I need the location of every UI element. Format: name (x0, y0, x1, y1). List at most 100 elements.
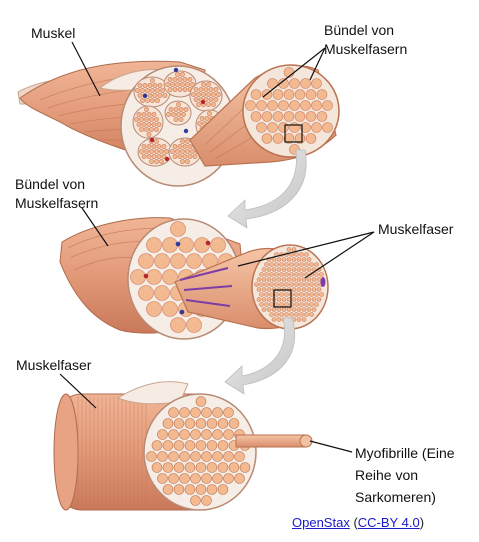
myofibril-circle (234, 451, 245, 462)
myofibril-dot (256, 277, 262, 282)
myofibril-dot (289, 312, 294, 317)
myofibril-dot (314, 282, 319, 287)
license-link[interactable]: CC-BY 4.0 (357, 515, 420, 530)
fiber-cell (178, 237, 194, 253)
fiber-cell (192, 154, 198, 159)
fiber-cell (203, 97, 209, 102)
fiber-cell (149, 117, 154, 122)
fiber-cell (289, 100, 300, 111)
fiber-cell (283, 89, 295, 100)
fiber-cell (250, 89, 262, 100)
myofibril-dot (264, 282, 269, 287)
fiber-cell (178, 117, 184, 122)
myofibril-circle (201, 429, 212, 440)
myofibril-dot (271, 267, 277, 272)
fiber-cell (146, 269, 162, 285)
myofibril-circle (190, 451, 201, 462)
fiber-cell (171, 112, 176, 117)
fiber-cell (161, 154, 167, 159)
fiber-cell (191, 92, 196, 97)
myofibril-dot (279, 292, 284, 297)
myofibril-circle (168, 407, 179, 418)
myofibril-circle (173, 440, 185, 451)
myofibril-dot (291, 267, 297, 272)
myofibril-circle (157, 473, 168, 484)
myofibril-circle (206, 440, 218, 451)
myofibril-circle (195, 484, 207, 495)
fiber-cell (147, 93, 153, 98)
myofibril-circle (212, 429, 223, 440)
fiber-cell (155, 88, 160, 93)
myofibril-dot (304, 252, 309, 257)
openstax-link[interactable]: OpenStax (292, 515, 350, 530)
myofibril-dot (274, 262, 279, 267)
fiber-cell (316, 111, 328, 122)
fiber-cell (176, 102, 181, 107)
myofibril-dot (264, 262, 269, 267)
fiber-cell (139, 127, 144, 132)
fiber-cell (182, 87, 188, 92)
myofibril-dot (304, 292, 309, 297)
fiber-cell (161, 144, 167, 149)
myofibril-circle (184, 418, 196, 429)
fiber-cell (168, 107, 174, 112)
myofibril-circle (179, 407, 190, 418)
myofibril-dot (309, 282, 314, 287)
myofibril-dot (301, 267, 307, 272)
myofibril-dot (299, 252, 304, 257)
label-myofibrille: Myofibrille (Eine Reihe von Sarkomeren) (355, 442, 455, 508)
myofibril-dot (281, 277, 287, 282)
fiber-cell (178, 107, 184, 112)
fiber-cell (203, 87, 209, 92)
fiber-cell (182, 144, 188, 149)
fiber-cell (193, 97, 199, 102)
myofibril-circle (201, 473, 212, 484)
myofibril-dot (314, 302, 319, 307)
fiber-cell (185, 139, 190, 144)
fiber-cell (154, 127, 159, 132)
myofibril-circle (157, 451, 168, 462)
label-muskelfaser-bottom: Muskelfaser (16, 357, 92, 373)
myofibril-circle (217, 440, 229, 451)
myofibril-dot (279, 282, 284, 287)
myofibril-circle (168, 451, 179, 462)
myofibril-dot (316, 297, 322, 302)
fascicle-illustration-top (189, 64, 340, 167)
fiber-cell (144, 127, 149, 132)
fiber-cell (155, 98, 160, 103)
myofibril-dot (299, 272, 304, 277)
myofibril-dot (316, 287, 322, 292)
label-buendel-mid-line1: Bündel von (15, 176, 86, 192)
fiber-cell (139, 149, 144, 154)
myofibril-circle (195, 418, 207, 429)
fiber-cell (210, 237, 226, 253)
myofibril-dot (291, 297, 297, 302)
label-buendel-top: Bündel von Muskelfasern (324, 21, 407, 59)
fiber-cell (283, 133, 295, 144)
fiber-cell (176, 112, 181, 117)
fiber-cell (150, 88, 155, 93)
fiber-cell (167, 87, 173, 92)
fiber-cell (172, 87, 178, 92)
myofibril-circle (201, 451, 212, 462)
fiber-cell (172, 144, 178, 149)
myofibril-dot (299, 282, 304, 287)
myofibril-dot (311, 307, 317, 312)
fiber-cell (162, 301, 178, 317)
fiber-cell (201, 92, 206, 97)
fiber-cell (267, 78, 278, 89)
fascicle (164, 100, 192, 126)
myofibril-dot (281, 257, 287, 262)
myofibril-circle (195, 462, 207, 473)
myofibril-dot (256, 297, 262, 302)
myofibril-circle (223, 451, 234, 462)
fiber-cell (180, 139, 185, 144)
fiber-cell (311, 122, 322, 133)
myofibril-dot (281, 267, 287, 272)
fiber-cell (172, 77, 178, 82)
myofibril-dot (284, 302, 289, 307)
fiber-cell (187, 144, 193, 149)
myofibril-dot (259, 302, 264, 307)
myofibril-dot (261, 267, 267, 272)
label-buendel-mid-line2: Muskelfasern (15, 195, 99, 211)
